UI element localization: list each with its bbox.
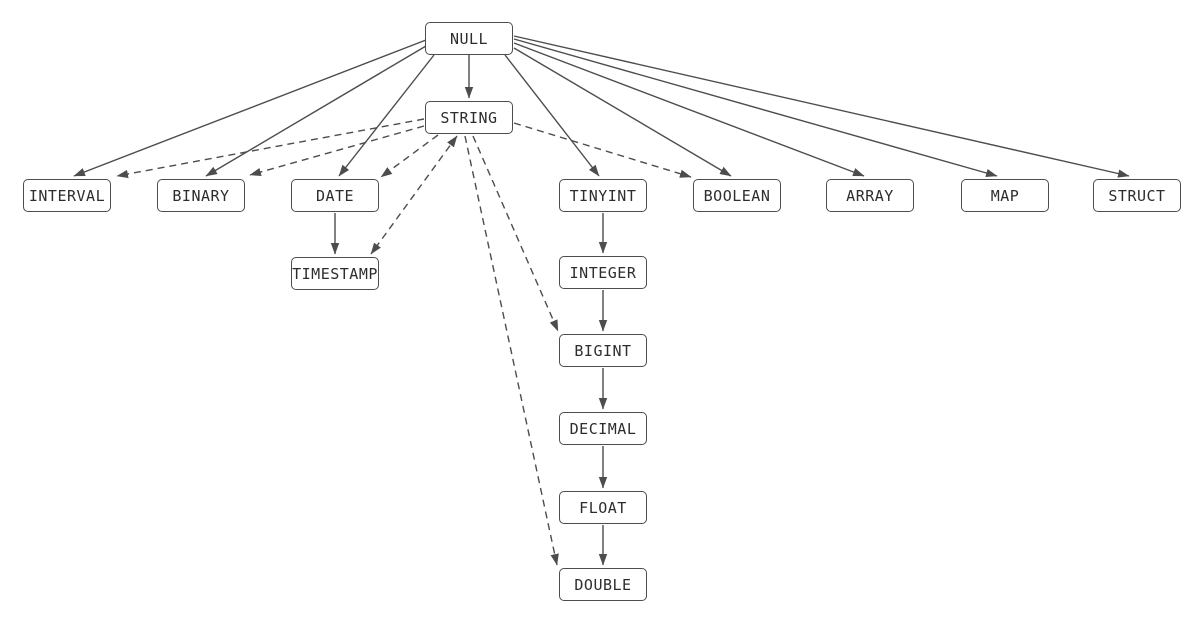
edge-string-double	[464, 135, 559, 566]
node-integer: INTEGER	[559, 256, 647, 289]
node-boolean: BOOLEAN	[693, 179, 781, 212]
edge-string-date	[380, 134, 439, 178]
edge-string-interval	[116, 118, 425, 179]
edge-null-date	[338, 54, 435, 177]
edge-null-struct	[513, 35, 1130, 178]
node-decimal: DECIMAL	[559, 412, 647, 445]
edge-null-array	[513, 42, 865, 177]
node-array: ARRAY	[826, 179, 914, 212]
edge-null-interval	[73, 39, 427, 177]
edge-null-map	[513, 38, 998, 178]
node-binary: BINARY	[157, 179, 245, 212]
edge-string-timestamp	[370, 135, 458, 255]
node-map: MAP	[961, 179, 1049, 212]
node-float: FLOAT	[559, 491, 647, 524]
node-struct: STRUCT	[1093, 179, 1181, 212]
node-timestamp: TIMESTAMP	[291, 257, 379, 290]
node-null: NULL	[425, 22, 513, 55]
node-double: DOUBLE	[559, 568, 647, 601]
edge-null-binary	[205, 45, 427, 177]
node-bigint: BIGINT	[559, 334, 647, 367]
node-interval: INTERVAL	[23, 179, 111, 212]
edge-null-boolean	[513, 47, 732, 177]
edge-null-tinyint	[504, 54, 600, 177]
node-date: DATE	[291, 179, 379, 212]
node-tinyint: TINYINT	[559, 179, 647, 212]
edge-string-boolean	[513, 122, 692, 178]
edge-string-binary	[249, 125, 425, 177]
node-string: STRING	[425, 101, 513, 134]
